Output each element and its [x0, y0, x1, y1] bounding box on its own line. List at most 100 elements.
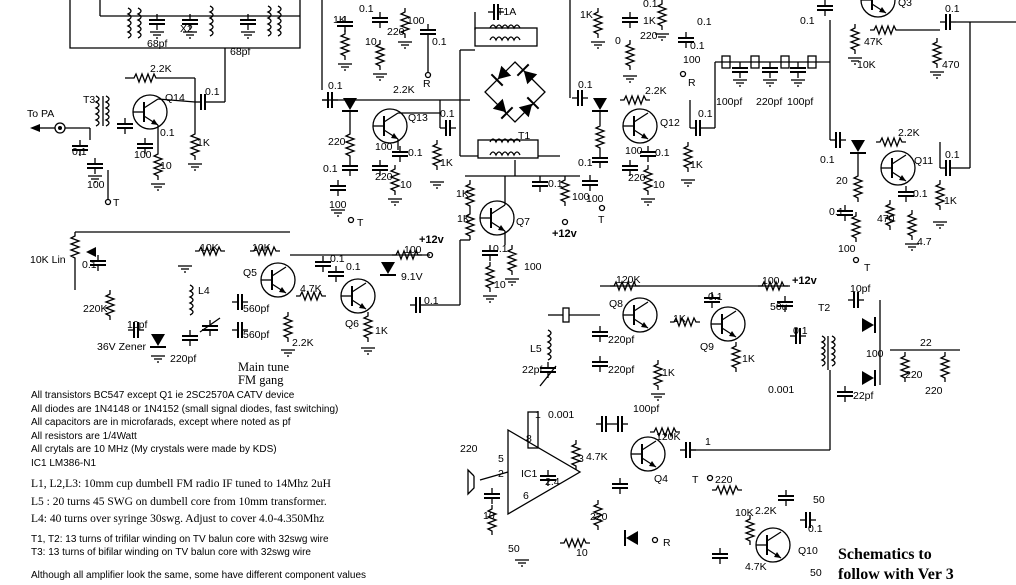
svg-text:0.1: 0.1	[548, 178, 563, 190]
svg-text:10K: 10K	[200, 242, 219, 254]
svg-text:2.2K: 2.2K	[755, 505, 777, 517]
t1a-label: T1A	[497, 6, 516, 18]
svg-text:1K: 1K	[944, 195, 957, 207]
svg-text:0.1: 0.1	[697, 16, 712, 28]
svg-text:100: 100	[625, 145, 643, 157]
svg-text:220: 220	[328, 136, 346, 148]
note-ic1: IC1 LM386-N1	[31, 457, 97, 469]
note-diodes: All diodes are 1N4148 or 1N4152 (small s…	[31, 403, 339, 415]
v12-label-c: +12v	[792, 275, 818, 287]
svg-text:560pf: 560pf	[243, 329, 269, 341]
svg-text:100: 100	[134, 149, 152, 161]
svg-text:0.1: 0.1	[578, 79, 593, 91]
q13-label: Q13	[408, 112, 428, 124]
q7-stage: 1K 1K Q7 0.1 10 100 0.1	[409, 176, 542, 314]
svg-text:0.1: 0.1	[328, 80, 343, 92]
svg-text:100: 100	[404, 244, 422, 256]
svg-text:0.1: 0.1	[708, 291, 723, 303]
svg-text:4.7: 4.7	[917, 236, 932, 248]
svg-text:220: 220	[715, 474, 733, 486]
svg-text:10pf: 10pf	[127, 319, 148, 331]
q8-q9-stage: 120K Q8 L5 22pf 220pf 220pf 1K Q9 1K 0.1…	[522, 274, 818, 401]
svg-text:1K: 1K	[457, 213, 470, 225]
svg-text:0.1: 0.1	[82, 259, 97, 271]
svg-text:22pf: 22pf	[522, 364, 543, 376]
q11-stage: 0.1 20 0.1 100 T Q11 2.2K 0.1 1K 0.1 470…	[820, 22, 971, 274]
svg-text:0: 0	[615, 35, 621, 47]
svg-text:0.1: 0.1	[493, 243, 508, 255]
svg-text:100: 100	[838, 243, 856, 255]
svg-text:220pf: 220pf	[608, 364, 634, 376]
speaker-icon	[467, 468, 475, 496]
svg-text:120K: 120K	[656, 431, 681, 443]
svg-text:T: T	[692, 474, 699, 486]
svg-text:2.2K: 2.2K	[150, 63, 172, 75]
svg-text:10: 10	[365, 36, 377, 48]
svg-text:220: 220	[628, 172, 646, 184]
t3-label: T3	[83, 94, 95, 106]
svg-text:1K: 1K	[333, 14, 346, 26]
svg-text:3: 3	[578, 453, 584, 465]
svg-text:100pf: 100pf	[633, 403, 659, 415]
svg-text:8: 8	[526, 433, 532, 445]
q11-label: Q11	[914, 155, 933, 167]
svg-text:4.7K: 4.7K	[300, 283, 322, 295]
svg-text:T: T	[113, 197, 120, 209]
zener-36v-label: 36V Zener	[97, 341, 147, 353]
svg-text:22pf: 22pf	[853, 390, 874, 402]
svg-text:1K: 1K	[375, 325, 388, 337]
note-resistors: All resistors are 1/4Watt	[31, 430, 137, 442]
svg-text:2.2K: 2.2K	[645, 85, 667, 97]
svg-text:10: 10	[653, 179, 665, 191]
svg-text:220: 220	[590, 511, 608, 523]
svg-text:2.2K: 2.2K	[898, 127, 920, 139]
svg-text:1K: 1K	[197, 137, 210, 149]
svg-text:1K: 1K	[742, 353, 755, 365]
svg-text:100: 100	[329, 199, 347, 211]
svg-text:1K: 1K	[580, 9, 593, 21]
component-notes: All transistors BC547 except Q1 ie 2SC25…	[31, 389, 451, 471]
svg-text:220pf: 220pf	[170, 353, 196, 365]
svg-text:0.1: 0.1	[72, 146, 87, 158]
v12-label-b: +12v	[419, 234, 445, 246]
svg-text:470: 470	[877, 213, 895, 225]
svg-text:0.1: 0.1	[698, 108, 713, 120]
svg-text:22: 22	[920, 337, 932, 349]
svg-text:220: 220	[925, 385, 943, 397]
svg-text:2.2K: 2.2K	[292, 337, 314, 349]
svg-text:560pf: 560pf	[243, 303, 269, 315]
svg-text:1K: 1K	[440, 157, 453, 169]
svg-text:0.1: 0.1	[432, 36, 447, 48]
svg-text:100: 100	[683, 54, 701, 66]
svg-text:100: 100	[572, 191, 590, 203]
note-l1-l3: L1, L2,L3: 10mm cup dumbell FM radio IF …	[31, 478, 331, 490]
crystal-filter-block: 68pf X2 68pf	[69, 0, 301, 58]
svg-text:220K: 220K	[83, 303, 108, 315]
svg-text:100: 100	[524, 261, 542, 273]
q4-label: Q4	[654, 473, 668, 485]
cap-68pf-label-a: 68pf	[147, 38, 168, 50]
q10-label: Q10	[798, 545, 818, 557]
svg-text:470: 470	[942, 59, 960, 71]
svg-text:50: 50	[508, 543, 520, 555]
t1-label: T1	[518, 130, 530, 142]
svg-text:0.1: 0.1	[160, 127, 175, 139]
to-pa-label: To PA	[27, 108, 54, 120]
svg-text:0.001: 0.001	[548, 409, 574, 421]
svg-text:1K: 1K	[690, 159, 703, 171]
arrow-left-icon	[30, 124, 40, 132]
svg-text:T: T	[598, 214, 605, 226]
svg-text:50: 50	[813, 494, 825, 506]
crystal-x2-label: X2	[180, 23, 193, 35]
svg-text:0.1: 0.1	[913, 188, 928, 200]
svg-text:0.001: 0.001	[768, 384, 794, 396]
svg-text:0.1: 0.1	[440, 108, 455, 120]
coil-notes: L1, L2,L3: 10mm cup dumbell FM radio IF …	[31, 476, 451, 529]
top-right-stage: 0.1 Q3 10K 47K 0.1 470	[800, 0, 1016, 140]
svg-text:0.1: 0.1	[359, 3, 374, 15]
svg-text:4.7K: 4.7K	[586, 451, 608, 463]
svg-text:100: 100	[762, 275, 780, 287]
q9-label: Q9	[700, 341, 714, 353]
svg-text:5: 5	[498, 453, 504, 465]
svg-text:T: T	[864, 262, 871, 274]
